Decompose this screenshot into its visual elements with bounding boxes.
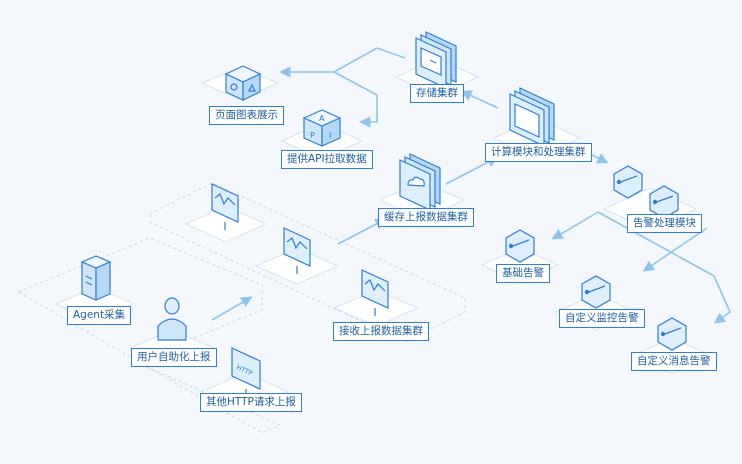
label-storage: 存储集群 xyxy=(410,84,464,103)
label-page-display: 页面图表展示 xyxy=(209,106,284,125)
receive-group-outline xyxy=(149,182,466,343)
cache-cloud-icon xyxy=(399,153,441,211)
base-alarm-icon xyxy=(505,229,535,263)
label-api-pull: 提供API拉取数据 xyxy=(281,150,373,169)
label-custom-msg: 自定义消息告警 xyxy=(631,352,717,371)
monitor-icon-mid xyxy=(283,227,311,274)
arrow-compute-to-storage xyxy=(460,90,499,109)
label-http-report: 其他HTTP请求上报 xyxy=(200,393,302,412)
label-agent: Agent采集 xyxy=(67,306,132,325)
source-group-outline xyxy=(16,237,282,434)
arrow-storage-to-api xyxy=(333,71,378,128)
label-alarm-proc: 告警处理模块 xyxy=(627,214,702,233)
api-letter-i: I xyxy=(329,131,331,140)
arrow-alarm-to-base xyxy=(551,211,599,240)
arrow-storage-to-display xyxy=(279,47,406,78)
arrow-source-to-receive xyxy=(211,296,253,321)
arrow-alarm-to-custom-monitor xyxy=(642,227,708,272)
compute-panels-icon xyxy=(509,87,555,147)
custom-monitor-alarm-icon xyxy=(581,275,611,309)
label-user-report: 用户自助化上报 xyxy=(131,348,217,367)
group-outlines xyxy=(16,182,466,434)
agent-server-icon xyxy=(80,255,112,301)
custom-msg-alarm-icon xyxy=(657,317,687,351)
api-letter-p: P xyxy=(310,131,315,140)
arrow-alarm-to-custom-msg xyxy=(597,211,731,324)
alarm-hex-icon xyxy=(613,165,679,219)
monitor-icon-receive xyxy=(361,269,389,316)
http-monitor-icon: HTTP xyxy=(231,347,261,397)
display-cube-icon xyxy=(224,65,262,101)
label-compute: 计算模块和处理集群 xyxy=(485,143,592,162)
api-letter-a: A xyxy=(319,114,325,123)
api-cube-icon: A P I xyxy=(302,109,342,147)
label-receive: 接收上报数据集群 xyxy=(333,322,429,341)
label-custom-monitor: 自定义监控告警 xyxy=(559,309,645,328)
label-cache: 缓存上报数据集群 xyxy=(378,208,474,227)
platform-svc-top xyxy=(184,205,268,243)
label-base-alarm: 基础告警 xyxy=(496,264,550,283)
arrow-cache-to-compute xyxy=(445,156,499,185)
arrow-receive-to-cache xyxy=(337,218,387,245)
monitor-icon-top xyxy=(211,183,239,230)
user-person-icon xyxy=(157,297,187,341)
